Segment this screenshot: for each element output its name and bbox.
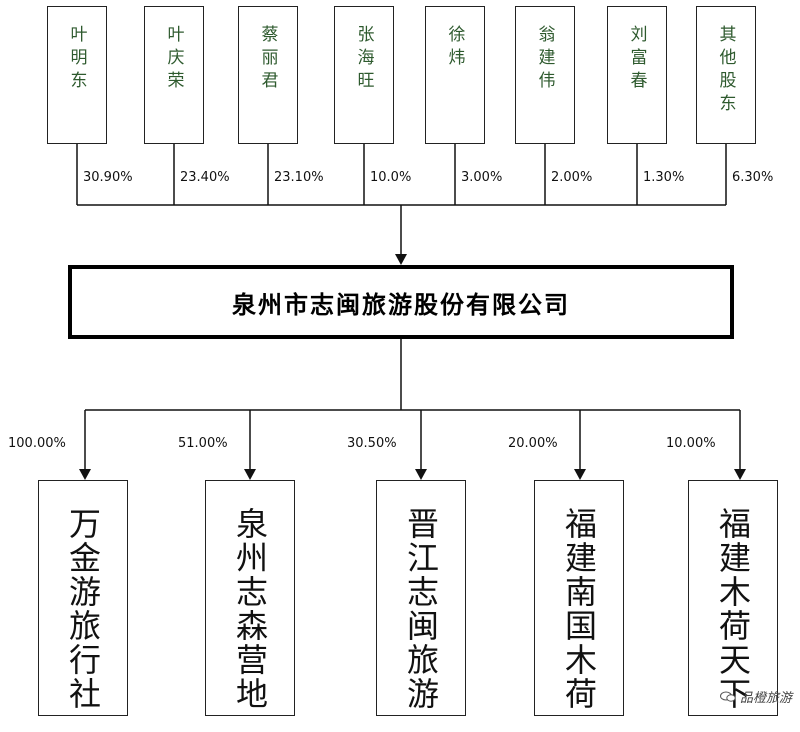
shareholder-percent: 3.00% [461,170,503,185]
subsidiary-box: 泉州志森营地 [205,480,295,716]
subsidiary-percent: 20.00% [508,436,558,451]
shareholder-name: 翁建伟 [534,25,555,94]
shareholder-box: 叶庆荣 [144,6,204,144]
shareholder-box: 叶明东 [47,6,107,144]
shareholder-name: 叶明东 [66,25,87,94]
subsidiary-name: 万金游旅行社 [64,507,102,711]
shareholder-name: 刘富春 [626,25,647,94]
subsidiary-box: 晋江志闽旅游 [376,480,466,716]
shareholder-name: 其他股东 [715,25,736,117]
subsidiary-name: 晋江志闽旅游 [402,507,440,711]
watermark: 品橙旅游 [719,687,792,706]
subsidiary-name: 泉州志森营地 [231,507,269,711]
shareholder-percent: 1.30% [643,170,685,185]
shareholder-name: 张海旺 [353,25,374,94]
speech-bubble-icon [719,691,736,702]
shareholder-percent: 2.00% [551,170,593,185]
subsidiary-percent: 10.00% [666,436,716,451]
subsidiary-name: 福建南国木荷 [560,507,598,711]
subsidiary-percent: 51.00% [178,436,228,451]
shareholder-box: 翁建伟 [515,6,575,144]
subsidiary-percent: 100.00% [8,436,66,451]
subsidiary-name: 福建木荷天下 [714,507,752,711]
shareholder-name: 徐炜 [444,25,465,71]
shareholder-box: 徐炜 [425,6,485,144]
company-name: 泉州市志闽旅游股份有限公司 [232,289,570,319]
watermark-text: 品橙旅游 [739,691,792,706]
subsidiary-box: 福建南国木荷 [534,480,624,716]
shareholder-percent: 30.90% [83,170,133,185]
company-box: 泉州市志闽旅游股份有限公司 [68,265,734,339]
shareholder-name: 蔡丽君 [257,25,278,94]
shareholder-percent: 10.0% [370,170,412,185]
subsidiary-percent: 30.50% [347,436,397,451]
shareholder-percent: 23.10% [274,170,324,185]
subsidiary-box: 福建木荷天下 [688,480,778,716]
shareholder-percent: 23.40% [180,170,230,185]
shareholder-box: 张海旺 [334,6,394,144]
subsidiary-box: 万金游旅行社 [38,480,128,716]
shareholder-box: 蔡丽君 [238,6,298,144]
shareholder-name: 叶庆荣 [163,25,184,94]
shareholder-box: 其他股东 [696,6,756,144]
shareholder-box: 刘富春 [607,6,667,144]
shareholder-percent: 6.30% [732,170,774,185]
